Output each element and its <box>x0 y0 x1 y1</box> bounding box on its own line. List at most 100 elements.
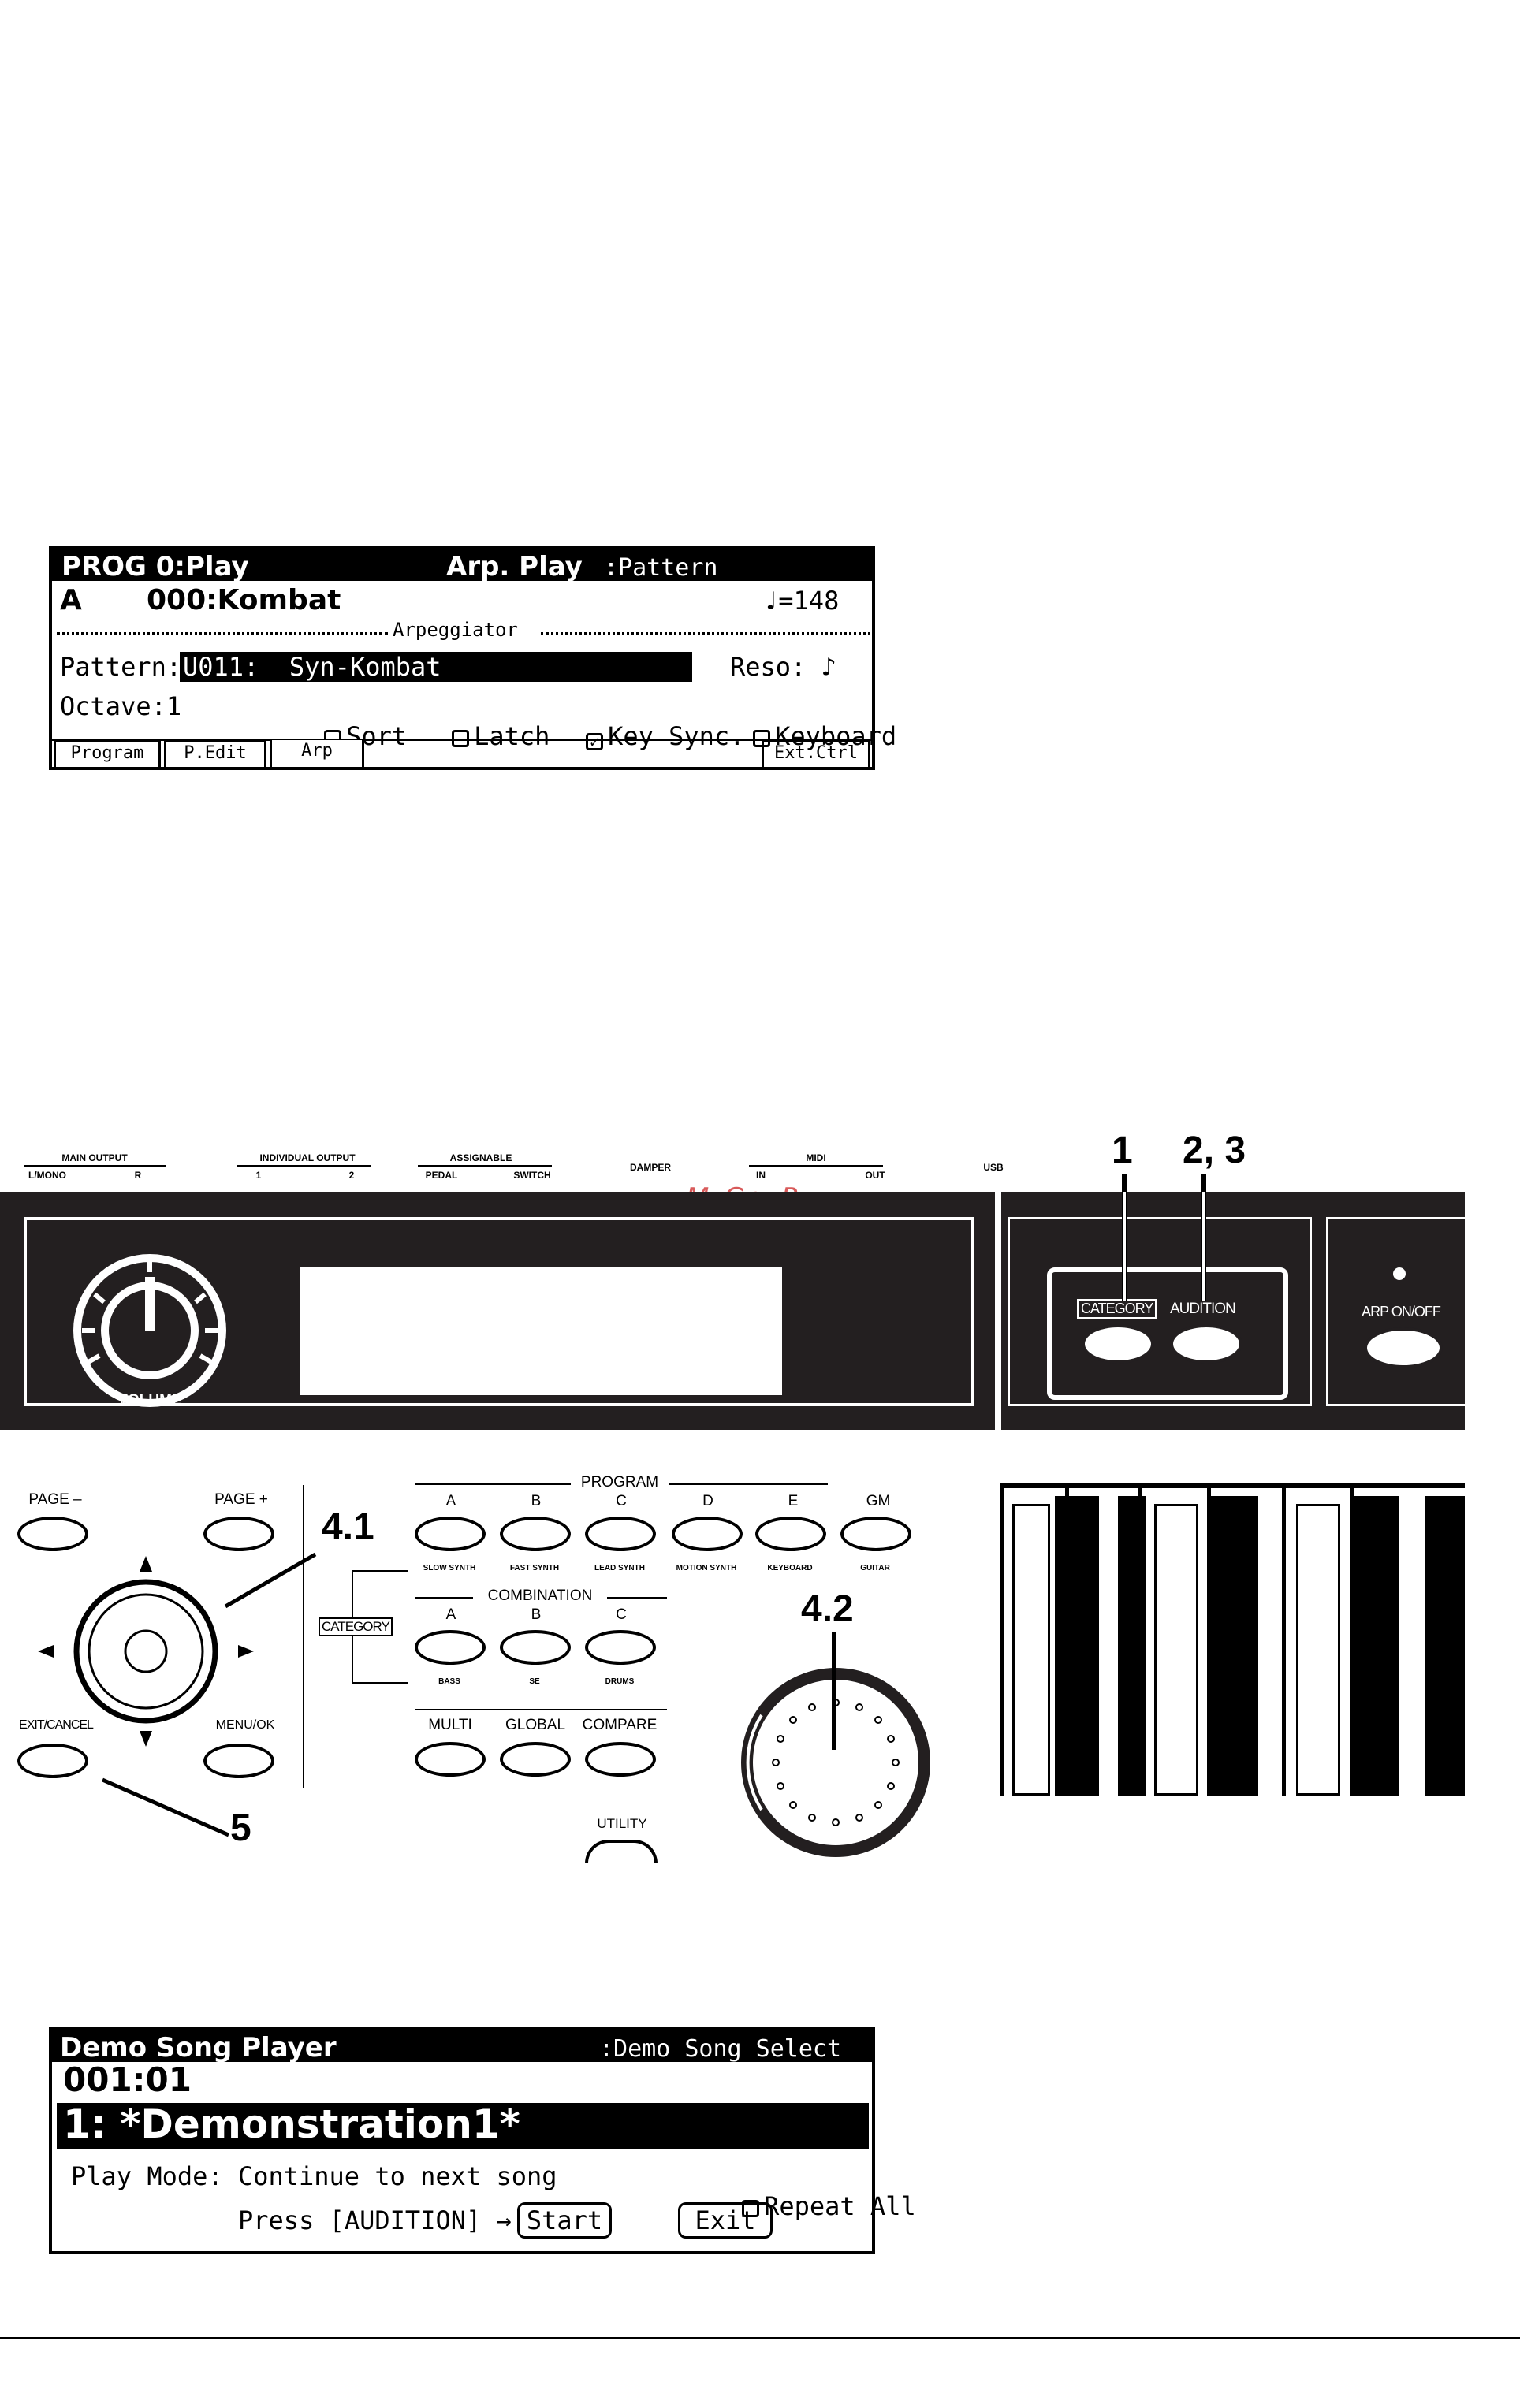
display-window <box>300 1267 782 1395</box>
demo-repeat-all-checkbox[interactable]: Repeat All <box>681 2161 916 2251</box>
lcd-checkbox-latch[interactable]: Latch <box>391 691 550 781</box>
program-d-sub: MOTION SYNTH <box>676 1564 737 1572</box>
black-key[interactable] <box>1211 1496 1258 1796</box>
lcd-checkbox-key-sync[interactable]: ✓Key Sync. <box>525 691 744 781</box>
checkbox-icon <box>742 2200 760 2217</box>
lcd-arp-label: Arp. Play <box>446 551 583 582</box>
program-a-sub: SLOW SYNTH <box>423 1564 476 1572</box>
cursor-pad[interactable] <box>32 1537 260 1766</box>
audition-button[interactable] <box>1170 1324 1242 1364</box>
tab-program[interactable]: Program <box>54 740 161 767</box>
menu-ok-button[interactable] <box>203 1744 274 1778</box>
program-e-button[interactable] <box>755 1517 826 1551</box>
lcd-octave: Octave:1 <box>60 691 182 721</box>
tab-ext-ctrl[interactable]: Ext.Ctrl <box>762 740 870 767</box>
label-midi-in: IN <box>756 1170 766 1181</box>
combination-a-button[interactable] <box>415 1630 486 1665</box>
demo-song-field[interactable] <box>57 2103 869 2149</box>
underline-main-output <box>24 1165 166 1167</box>
key-outline <box>1154 1504 1198 1796</box>
category-side-label: CATEGORY <box>319 1617 393 1636</box>
compare-button[interactable] <box>585 1742 656 1777</box>
black-key[interactable] <box>1055 1496 1099 1796</box>
white-key[interactable] <box>1282 1488 1354 1796</box>
lcd-tempo: ♩=148 <box>763 586 840 616</box>
callout-2-3: 2, 3 <box>1183 1130 1246 1171</box>
lcd-section-divider-right <box>541 632 870 635</box>
tab-arp[interactable]: Arp <box>270 740 364 767</box>
key-outline <box>1296 1504 1340 1796</box>
multi-label: MULTI <box>428 1717 472 1733</box>
label-midi-out: OUT <box>865 1170 885 1181</box>
program-d-letter: D <box>702 1493 713 1509</box>
callout-line-23-white <box>1202 1192 1205 1301</box>
mode-header-line <box>415 1709 667 1710</box>
underline-assignable <box>418 1165 552 1167</box>
program-gm-sub: GUITAR <box>860 1564 890 1572</box>
audition-button-label: AUDITION <box>1170 1301 1236 1317</box>
demo-play-mode: Play Mode: Continue to next song <box>71 2161 557 2191</box>
combination-header: COMBINATION <box>473 1587 607 1605</box>
callout-1: 1 <box>1112 1130 1133 1171</box>
lcd-pattern-field[interactable] <box>180 652 692 682</box>
combination-b-sub: SE <box>529 1677 540 1686</box>
program-b-button[interactable] <box>500 1517 571 1551</box>
exit-cancel-button[interactable] <box>17 1744 88 1778</box>
label-pedal: PEDAL <box>425 1170 458 1181</box>
label-l-mono: L/MONO <box>28 1170 66 1181</box>
callout-line-4-2 <box>832 1632 836 1750</box>
combination-c-button[interactable] <box>585 1630 656 1665</box>
black-key[interactable] <box>1425 1496 1465 1796</box>
label-switch: SWITCH <box>513 1170 551 1181</box>
keyboard <box>1000 1483 1465 1796</box>
volume-knob-icon[interactable] <box>71 1252 229 1409</box>
value-dial[interactable] <box>733 1660 938 1865</box>
multi-button[interactable] <box>415 1742 486 1777</box>
program-header: PROGRAM <box>571 1474 669 1491</box>
lcd-section-title: Arpeggiator <box>393 619 518 641</box>
category-bracket-bottom <box>352 1682 408 1684</box>
lcd-tab-baseline <box>52 739 872 741</box>
category-button[interactable] <box>1082 1324 1154 1364</box>
label-usb: USB <box>983 1162 1004 1173</box>
combination-b-button[interactable] <box>500 1630 571 1665</box>
lcd-section-divider-left <box>57 632 388 635</box>
program-c-button[interactable] <box>585 1517 656 1551</box>
category-button-label: CATEGORY <box>1077 1299 1157 1319</box>
exit-cancel-label: EXIT/CANCEL <box>19 1718 94 1732</box>
program-gm-button[interactable] <box>840 1517 911 1551</box>
lcd-pattern-value: U011: Syn-Kombat <box>183 652 441 682</box>
label-damper: DAMPER <box>629 1162 671 1173</box>
menu-ok-label: MENU/OK <box>215 1718 275 1732</box>
combination-a-sub: BASS <box>438 1677 460 1686</box>
program-a-button[interactable] <box>415 1517 486 1551</box>
arp-on-off-button[interactable] <box>1364 1327 1443 1368</box>
global-button[interactable] <box>500 1742 571 1777</box>
key-outline <box>1012 1504 1050 1796</box>
lcd-checkbox-sort[interactable]: Sort <box>263 691 407 781</box>
program-b-sub: FAST SYNTH <box>509 1564 560 1572</box>
demo-exit-button[interactable]: Exit <box>678 2202 773 2239</box>
arp-led-icon <box>1393 1267 1406 1280</box>
lcd-title-bar <box>52 549 872 581</box>
lcd-checkbox-keyboard[interactable]: Keyboard <box>692 691 896 781</box>
label-assignable: ASSIGNABLE <box>449 1152 512 1163</box>
page-minus-button[interactable] <box>17 1517 88 1551</box>
demo-title: Demo Song Player <box>60 2032 337 2064</box>
demo-song-name: 1: *Demonstration1* <box>63 2101 520 2147</box>
black-key[interactable] <box>1354 1496 1399 1796</box>
checkmark-icon: ✓ <box>586 733 604 750</box>
tab-p-edit[interactable]: P.Edit <box>164 740 266 767</box>
callout-5: 5 <box>230 1807 251 1849</box>
combination-c-sub: DRUMS <box>605 1677 635 1686</box>
utility-button[interactable] <box>585 1840 658 1863</box>
combination-b-letter: B <box>531 1606 542 1623</box>
demo-start-button[interactable]: Start <box>517 2202 612 2239</box>
compare-label: COMPARE <box>582 1717 658 1733</box>
page-plus-button[interactable] <box>203 1517 274 1551</box>
page-minus-label: PAGE – <box>28 1491 82 1508</box>
program-d-button[interactable] <box>672 1517 743 1551</box>
combination-a-letter: A <box>445 1606 456 1623</box>
arp-inner-border <box>1326 1217 1465 1406</box>
black-key[interactable] <box>1118 1496 1146 1796</box>
